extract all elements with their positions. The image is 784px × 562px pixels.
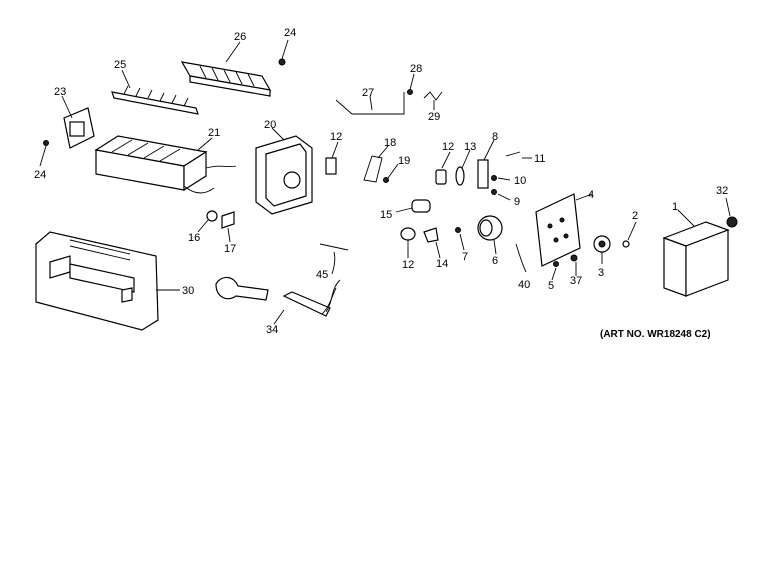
callout-6: 6 <box>492 255 498 267</box>
callout-2: 2 <box>632 210 638 222</box>
callout-12-c: 12 <box>402 259 414 271</box>
callout-24-top: 24 <box>284 27 296 39</box>
part-21-mold <box>94 135 237 194</box>
part-9-screw <box>491 189 511 201</box>
callout-17: 17 <box>224 243 236 255</box>
part-28-fastener <box>407 73 415 95</box>
callout-18: 18 <box>384 137 396 149</box>
part-26-stripper <box>180 41 272 97</box>
art-number-caption: (ART NO. WR18248 C2) <box>600 329 711 340</box>
callout-7: 7 <box>462 251 468 263</box>
callout-24-left: 24 <box>34 169 46 181</box>
part-17-fitting <box>221 211 235 243</box>
part-6-timer <box>477 215 503 255</box>
callout-15: 15 <box>380 209 392 221</box>
part-34-fill-tube <box>215 276 341 325</box>
callout-29: 29 <box>428 111 440 123</box>
callout-11: 11 <box>534 153 545 165</box>
part-24-screw-top <box>278 39 289 66</box>
part-14-valve <box>423 227 441 259</box>
part-30-mounting-plate <box>35 231 180 331</box>
part-1-cover <box>662 209 730 297</box>
callout-8: 8 <box>492 131 498 143</box>
callout-16: 16 <box>188 232 200 244</box>
callout-40: 40 <box>518 279 530 291</box>
part-11-screw <box>505 151 532 159</box>
callout-21: 21 <box>208 127 220 139</box>
part-27-shutoff-arm <box>335 92 405 115</box>
callout-28: 28 <box>410 63 422 75</box>
callout-37: 37 <box>570 275 582 287</box>
part-13-cam <box>455 149 471 186</box>
callout-27: 27 <box>362 87 374 99</box>
callout-12-b: 12 <box>442 141 454 153</box>
callout-labels: 26 24 25 23 21 24 20 12 27 28 29 18 19 1… <box>34 27 728 336</box>
part-16-gear <box>197 210 218 233</box>
part-20-housing <box>255 127 313 215</box>
part-23-bearing <box>61 95 95 149</box>
callout-19: 19 <box>398 155 410 167</box>
callout-23: 23 <box>54 86 66 98</box>
callout-10: 10 <box>514 175 526 187</box>
part-10-screw <box>491 175 511 181</box>
part-7-screw <box>455 227 465 251</box>
callout-1: 1 <box>672 201 678 213</box>
callout-34: 34 <box>266 324 278 336</box>
part-40-spring-clip <box>515 243 527 273</box>
part-19-screw <box>383 163 399 183</box>
callout-30: 30 <box>182 285 194 297</box>
part-37-screw <box>570 254 578 276</box>
callout-25: 25 <box>114 59 126 71</box>
callout-14: 14 <box>436 258 448 270</box>
callout-13: 13 <box>464 141 476 153</box>
part-2-fastener <box>622 221 637 248</box>
part-45-wire-assembly <box>319 243 349 275</box>
part-25-ejector <box>111 69 199 115</box>
part-12-switch-b <box>435 151 451 185</box>
callout-4: 4 <box>588 189 594 201</box>
part-4-support <box>535 193 593 267</box>
part-32-knob <box>725 197 738 228</box>
part-3-gear <box>593 235 611 264</box>
callout-20: 20 <box>264 119 276 131</box>
part-18-lever <box>363 145 389 183</box>
callout-12-a: 12 <box>330 131 342 143</box>
part-15-motor-shaft <box>395 199 431 213</box>
callout-32: 32 <box>716 185 728 197</box>
part-12-switch-a <box>325 141 339 175</box>
part-12-switch-c <box>400 227 416 258</box>
part-24-screw-left <box>39 140 49 167</box>
callout-9: 9 <box>514 196 520 208</box>
callout-5: 5 <box>548 280 554 292</box>
part-8-switch-plate <box>477 139 495 189</box>
part-29-spring <box>423 91 443 110</box>
callout-3: 3 <box>598 267 604 279</box>
callout-26: 26 <box>234 31 246 43</box>
callout-45: 45 <box>316 269 328 281</box>
part-5-screw <box>551 261 559 281</box>
